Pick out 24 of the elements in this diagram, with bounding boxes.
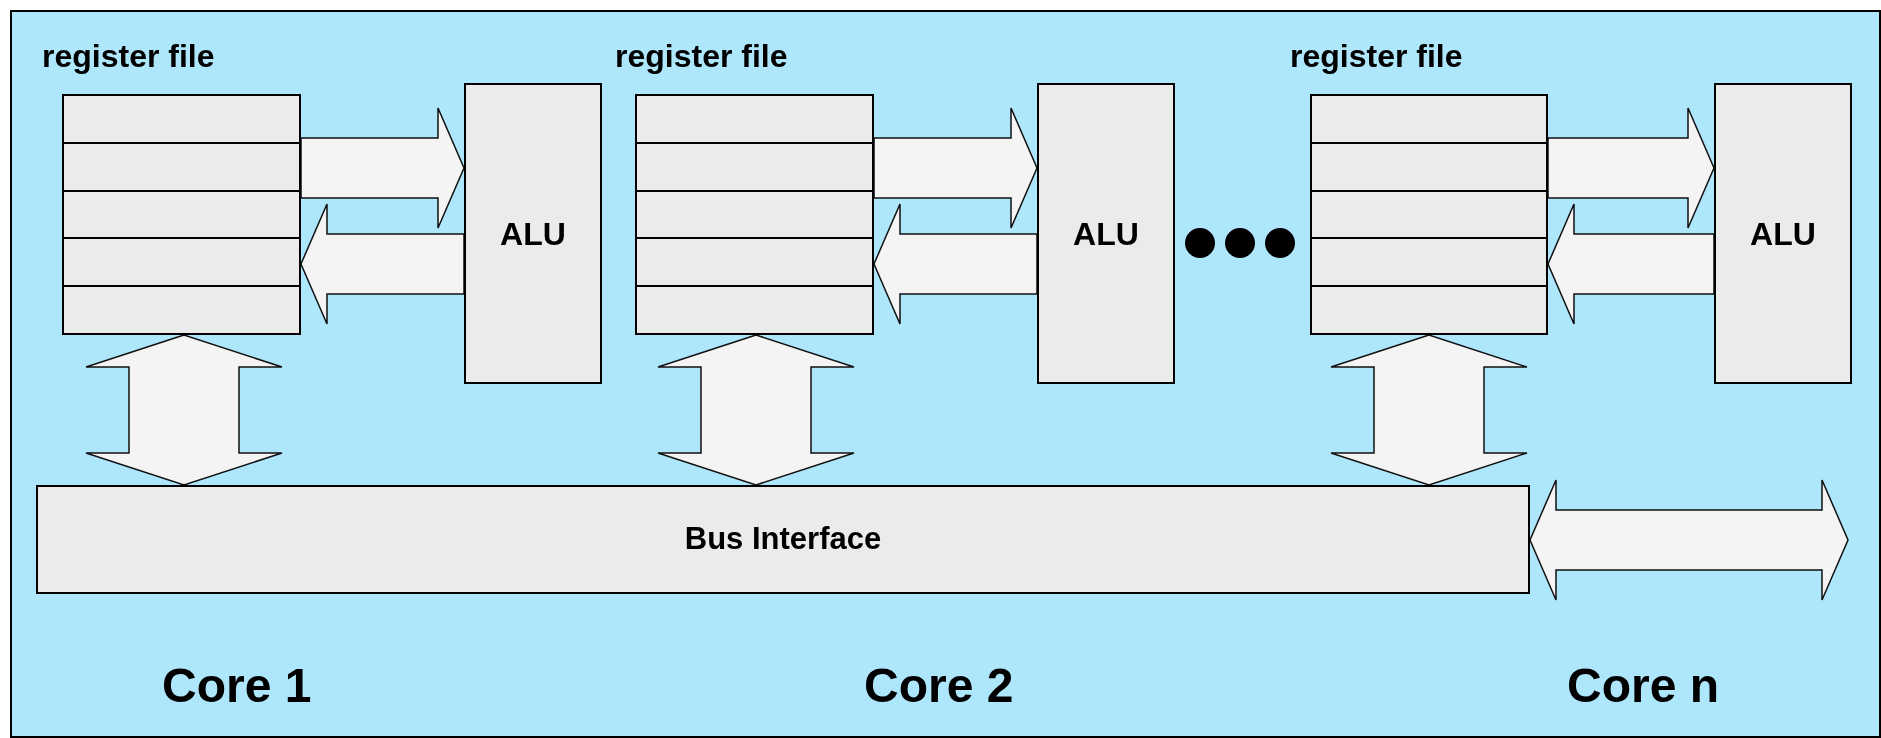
core-label: Core 1 xyxy=(162,658,312,714)
core-label: Core n xyxy=(1567,658,1719,714)
alu-box xyxy=(1037,83,1175,384)
block-arrow xyxy=(1547,203,1715,325)
bus-interface-box xyxy=(36,485,1530,594)
register-file-heading: register file xyxy=(615,37,788,76)
alu-label: ALU xyxy=(500,214,566,254)
bus-interface-label: Bus Interface xyxy=(684,520,882,559)
block-arrow xyxy=(657,334,855,486)
block-arrow xyxy=(873,107,1038,229)
register-file-heading: register file xyxy=(42,37,215,76)
alu-label: ALU xyxy=(1750,214,1816,254)
core-label: Core 2 xyxy=(864,658,1014,714)
block-arrow xyxy=(300,203,465,325)
block-arrow xyxy=(1529,479,1849,601)
block-arrow xyxy=(1330,334,1528,486)
block-arrow xyxy=(300,107,465,229)
block-arrow xyxy=(85,334,283,486)
alu-label: ALU xyxy=(1073,214,1139,254)
alu-box xyxy=(1714,83,1852,384)
register-file-heading: register file xyxy=(1290,37,1463,76)
block-arrow xyxy=(1547,107,1715,229)
block-arrow xyxy=(873,203,1038,325)
alu-box xyxy=(464,83,602,384)
